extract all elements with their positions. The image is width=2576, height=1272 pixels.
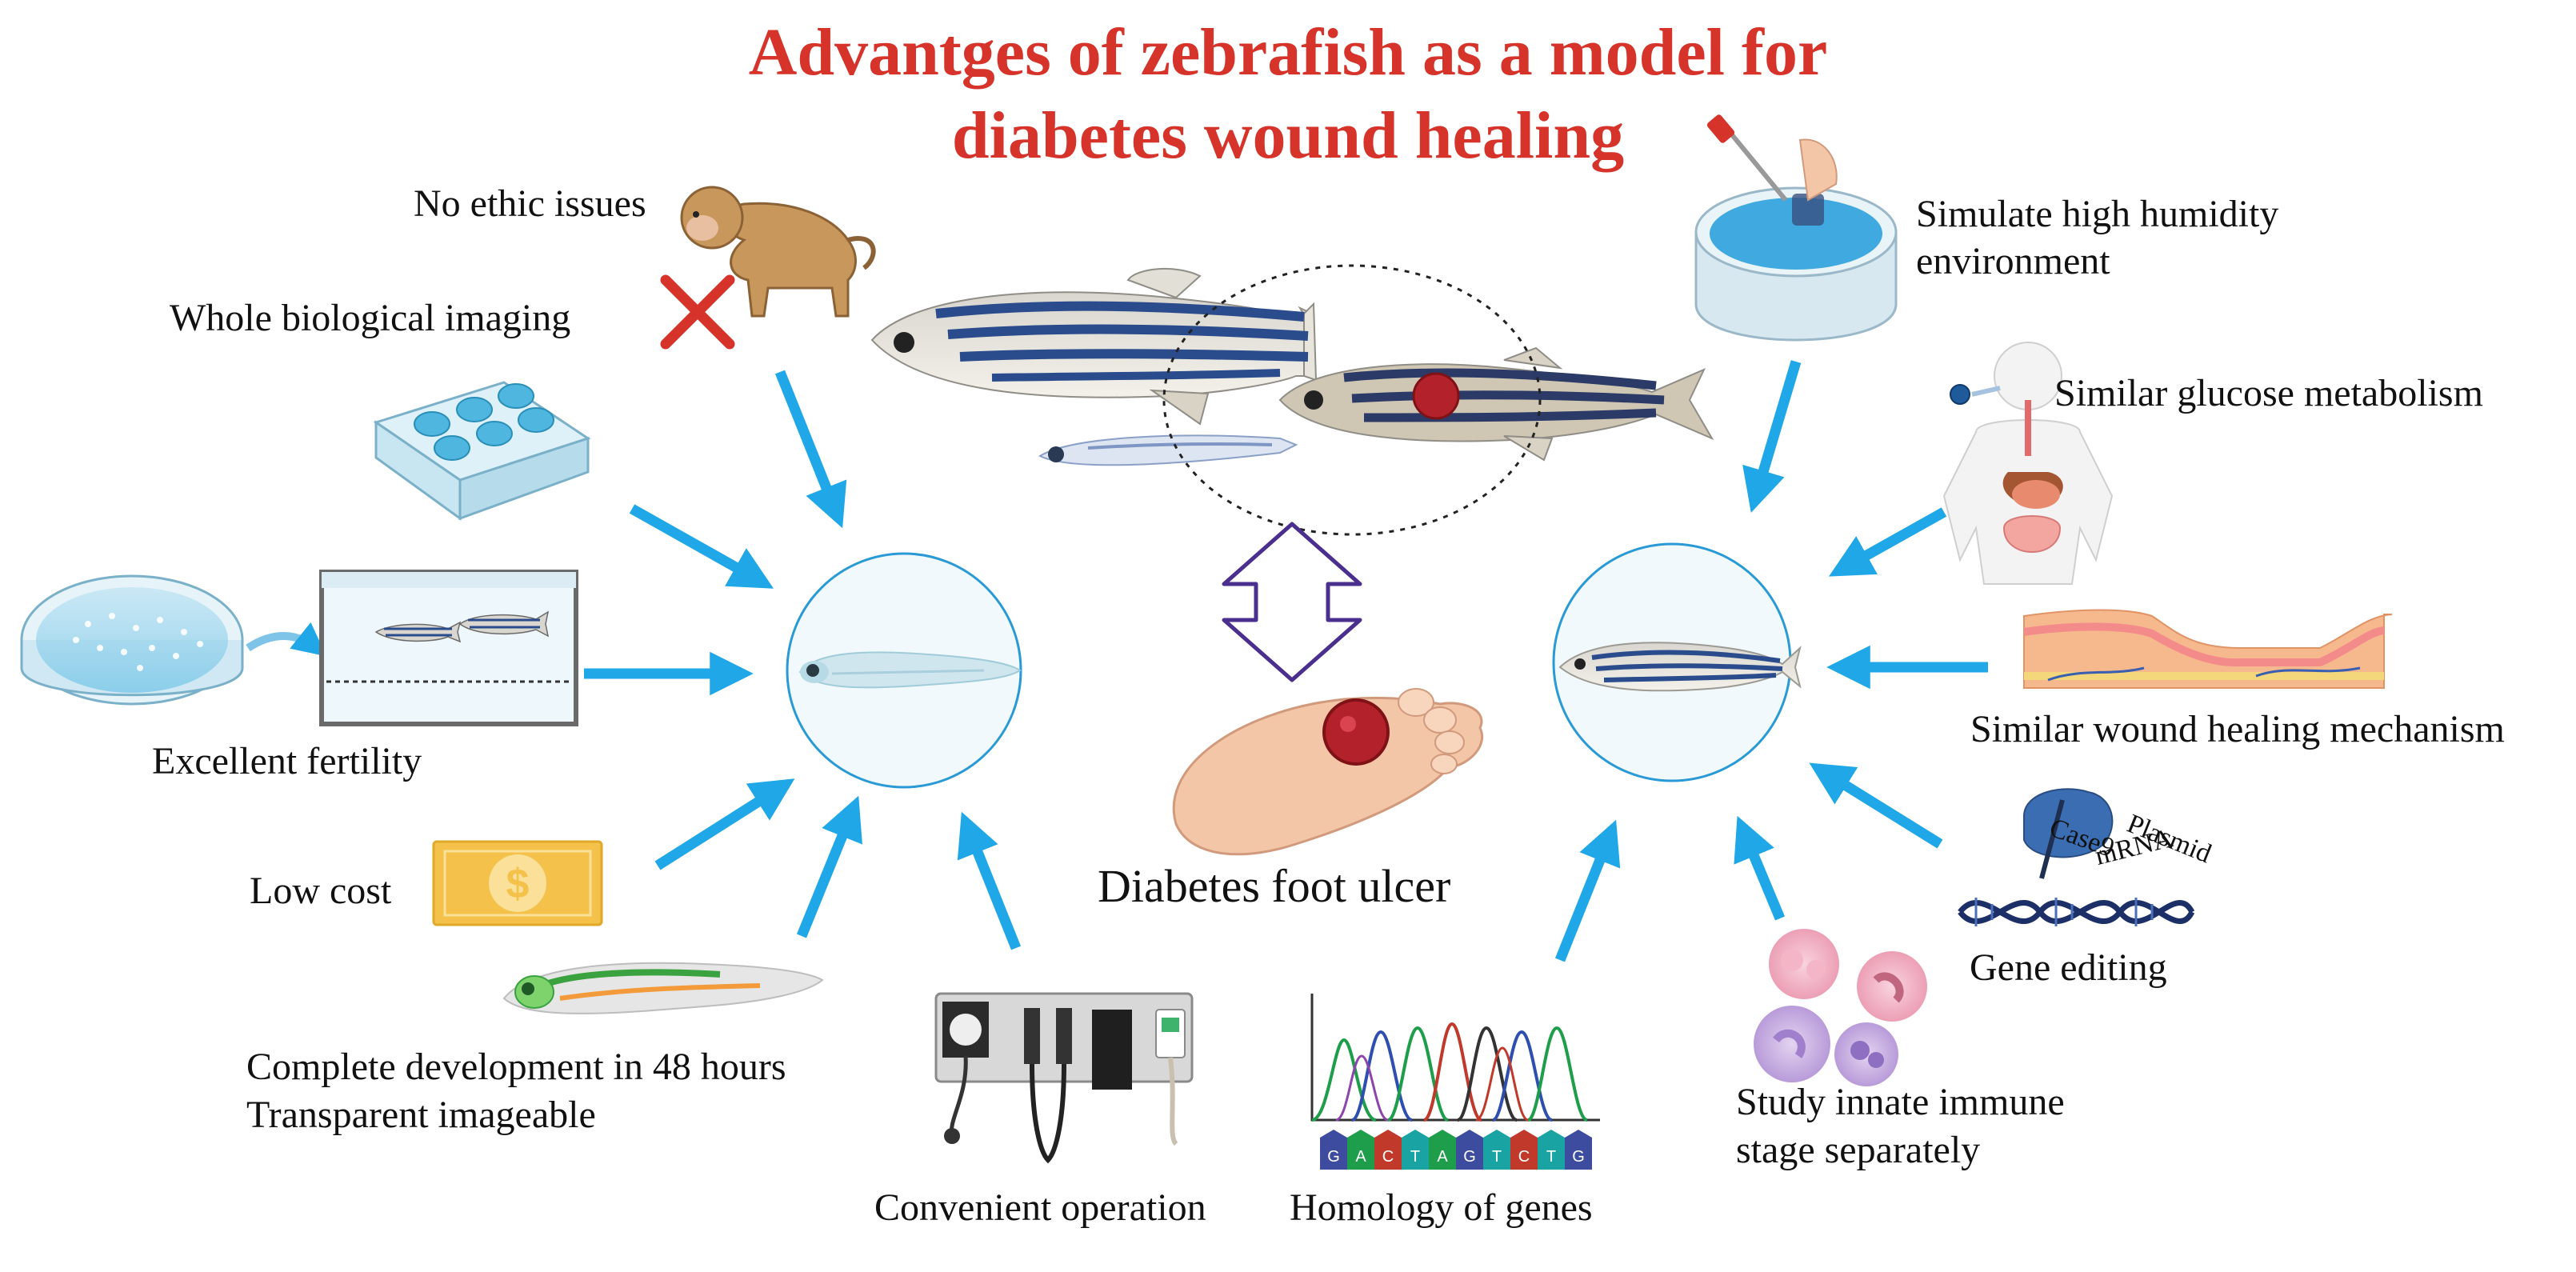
- dna-helix-icon: [1958, 898, 2195, 926]
- title-line-1: Advantges of zebrafish as a model for: [748, 15, 1828, 90]
- label-immune-2: stage separately: [1736, 1129, 1981, 1171]
- label-wound-healing: Similar wound healing mechanism: [1970, 708, 2505, 750]
- well-plate-icon: [373, 381, 591, 521]
- label-fertility: Excellent fertility: [152, 740, 422, 782]
- arrow-station: [957, 811, 1022, 950]
- arrow-chromatogram: [1554, 819, 1621, 962]
- wounded-zebrafish-icon: [1278, 346, 1714, 462]
- arrow-humidity: [1742, 360, 1802, 513]
- label-convenient-operation: Convenient operation: [874, 1186, 1206, 1229]
- label-whole-imaging: Whole biological imaging: [170, 297, 571, 339]
- bidirectional-arrow-icon: [1222, 522, 1362, 682]
- human-digestive-icon: [1942, 342, 2114, 585]
- label-low-cost: Low cost: [250, 870, 392, 912]
- humidity-dish-icon: [1694, 186, 1898, 342]
- sequence-tile: [1538, 1130, 1565, 1170]
- larva-icon: [798, 651, 1022, 689]
- sequence-letter: C: [1382, 1148, 1394, 1166]
- sequence-tile: [1402, 1130, 1429, 1170]
- adult-zebrafish-icon: [1558, 642, 1802, 692]
- label-no-ethic-issues: No ethic issues: [414, 182, 646, 225]
- larval-zebrafish-icon: [1038, 434, 1298, 466]
- cas9-protein-icon: [2023, 788, 2114, 879]
- left-hub-circle: [786, 552, 1022, 789]
- magnification-circle: [1162, 264, 1542, 536]
- label-humidity-1: Simulate high humidity: [1916, 193, 2279, 235]
- prohibited-x-icon: [660, 274, 735, 350]
- transfer-arrow-icon: [246, 622, 327, 657]
- arrow-wellplate: [629, 504, 774, 589]
- money-bill-icon: $: [432, 840, 603, 926]
- sequence-tile: [1483, 1130, 1510, 1170]
- label-gene-editing: Gene editing: [1970, 946, 2167, 989]
- skin-wound-section-icon: [2023, 609, 2393, 689]
- sequence-letter: G: [1463, 1148, 1476, 1166]
- sequence-tile: [1374, 1130, 1402, 1170]
- transparent-larva-icon: [502, 962, 824, 1014]
- arrow-gene: [1809, 762, 1943, 849]
- sequence-letter: T: [1410, 1148, 1420, 1166]
- arrow-larva: [796, 795, 862, 938]
- sequence-letter: C: [1518, 1148, 1530, 1166]
- diagnostic-station-icon: [934, 992, 1194, 1164]
- arrow-cells: [1734, 815, 1785, 921]
- sequence-tile: [1565, 1130, 1592, 1170]
- label-glucose-metabolism: Similar glucose metabolism: [2054, 372, 2483, 414]
- label-diabetes-foot-ulcer: Diabetes foot ulcer: [1098, 860, 1451, 912]
- adult-zebrafish-icon: [870, 268, 1318, 426]
- right-hub-circle: [1552, 542, 1802, 782]
- petri-dish-eggs-icon: [20, 574, 244, 706]
- dna-chromatogram-icon: [1310, 994, 1600, 1122]
- arrows: [584, 360, 1988, 962]
- diabetic-foot-icon: [1172, 688, 1484, 856]
- sequence-tile: [1347, 1130, 1374, 1170]
- label-immune-1: Study innate immune: [1736, 1081, 2065, 1123]
- sequence-letter: A: [1437, 1148, 1448, 1166]
- sequence-tile: [1510, 1130, 1538, 1170]
- sequence-letter: G: [1572, 1148, 1585, 1166]
- sequence-tile: [1320, 1130, 1347, 1170]
- arrow-glucose: [1828, 507, 1947, 577]
- arrow-money: [654, 778, 795, 870]
- label-development-2: Transparent imageable: [246, 1094, 596, 1136]
- title-line-2: diabetes wound healing: [951, 98, 1625, 173]
- sequence-letter: T: [1492, 1148, 1502, 1166]
- label-humidity-2: environment: [1916, 240, 2110, 282]
- dollar-sign: $: [506, 861, 530, 907]
- sequence-tile: [1456, 1130, 1483, 1170]
- arrow-monkey: [774, 370, 847, 529]
- pipette-icon: [1706, 114, 1838, 202]
- label-development-1: Complete development in 48 hours: [246, 1046, 786, 1088]
- label-homology-of-genes: Homology of genes: [1290, 1186, 1593, 1229]
- immune-cells-icon: [1754, 929, 1927, 1086]
- sequence-letter: G: [1327, 1148, 1340, 1166]
- sequence-tile: [1429, 1130, 1456, 1170]
- sequence-letter: A: [1355, 1148, 1366, 1166]
- sequence-letter: T: [1546, 1148, 1556, 1166]
- fish-tank-icon: [319, 570, 578, 726]
- monkey-icon: [680, 186, 876, 318]
- page-title: Advantges of zebrafish as a model for di…: [0, 11, 2576, 178]
